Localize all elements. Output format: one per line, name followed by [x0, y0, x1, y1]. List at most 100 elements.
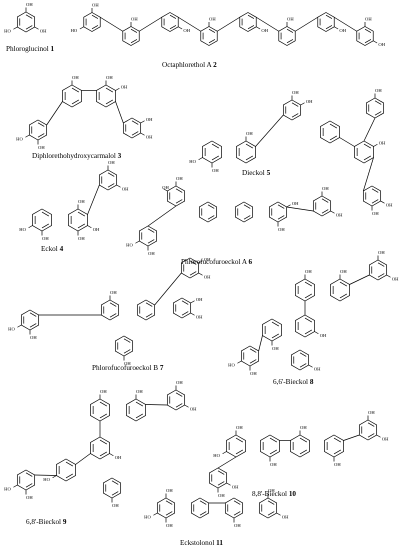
svg-text:OH: OH	[365, 17, 372, 22]
svg-text:HO: HO	[71, 28, 78, 33]
svg-text:HO: HO	[126, 242, 133, 247]
svg-text:HO: HO	[8, 326, 15, 331]
molecule-eckol: HO OH OH OH OH OH OH	[19, 160, 129, 241]
svg-text:OH: OH	[246, 131, 253, 136]
svg-text:OH: OH	[146, 117, 153, 122]
svg-text:OH: OH	[78, 236, 85, 241]
svg-text:OH: OH	[306, 99, 313, 104]
svg-text:HO: HO	[228, 362, 235, 367]
molecule-68-bieckol: OH OH OH OH OH HO HO OH OH	[4, 380, 197, 508]
label-88-bieckol: 8,8'-Bieckol 10	[252, 490, 297, 498]
svg-text:OH: OH	[196, 297, 203, 302]
label-phlorofucofuroeckol-b: Phlorofucofuroeckol B 7	[92, 364, 164, 372]
svg-text:HO: HO	[4, 28, 11, 33]
svg-text:OH: OH	[108, 160, 115, 165]
label-eckol: Eckol 4	[41, 245, 64, 253]
molecule-dieckol: HO OH OH OH OH OH OH OH OH	[189, 88, 393, 216]
svg-text:OH: OH	[146, 134, 153, 139]
molecule-88-bieckol: OH HO OH OH OH OH OH OH OH	[208, 410, 389, 498]
svg-text:OH: OH	[218, 493, 225, 498]
svg-text:OH: OH	[209, 17, 216, 22]
svg-text:OH: OH	[340, 269, 347, 274]
svg-text:OH: OH	[112, 503, 119, 508]
label-phloroglucinol: Phloroglucinol 1	[6, 45, 55, 53]
svg-text:OH: OH	[250, 371, 257, 376]
svg-text:OH: OH	[212, 168, 219, 173]
label-eckstolonol: Eckstolonol 11	[180, 539, 223, 547]
svg-text:OH: OH	[26, 2, 33, 7]
svg-text:OH: OH	[121, 84, 128, 89]
svg-text:HO: HO	[4, 486, 11, 491]
svg-text:OH: OH	[26, 495, 33, 500]
svg-text:OH: OH	[270, 462, 277, 467]
svg-text:OH: OH	[136, 389, 143, 394]
label-68-bieckol: 6,8'-Bieckol 9	[26, 518, 67, 526]
svg-text:OH: OH	[166, 523, 173, 528]
svg-text:OH: OH	[42, 236, 49, 241]
svg-text:OH: OH	[115, 455, 122, 460]
svg-text:HO: HO	[213, 453, 220, 458]
svg-text:OH: OH	[190, 406, 197, 411]
label-phlorofucofuroeckol-a: Phlorofucofuroeckol A 6	[181, 258, 253, 266]
svg-text:OH: OH	[40, 28, 47, 33]
svg-text:OH: OH	[382, 436, 389, 441]
svg-text:OH: OH	[287, 17, 294, 22]
svg-text:OH: OH	[166, 488, 173, 493]
svg-text:HO: HO	[144, 514, 151, 519]
label-octaphlorethol-a: Octaphlorethol A 2	[162, 61, 217, 69]
svg-text:OH: OH	[379, 140, 386, 145]
svg-text:OH: OH	[378, 42, 385, 47]
label-66-bieckol: 6,6'-Bieckol 8	[273, 378, 314, 386]
svg-text:OH: OH	[272, 346, 279, 351]
svg-text:OH: OH	[100, 389, 107, 394]
svg-text:HO: HO	[43, 477, 50, 482]
svg-text:OH: OH	[278, 227, 285, 232]
svg-text:OH: OH	[378, 250, 385, 255]
svg-text:OH: OH	[93, 227, 100, 232]
svg-text:OH: OH	[375, 88, 382, 93]
svg-text:OH: OH	[176, 380, 183, 385]
svg-text:OH: OH	[368, 410, 375, 415]
svg-text:OH: OH	[234, 523, 241, 528]
svg-text:OH: OH	[196, 314, 203, 319]
svg-text:OH: OH	[131, 17, 138, 22]
svg-text:OH: OH	[148, 251, 155, 256]
svg-text:OH: OH	[162, 185, 169, 190]
svg-text:OH: OH	[386, 202, 393, 207]
svg-text:OH: OH	[78, 199, 85, 204]
svg-text:HO: HO	[19, 227, 26, 232]
svg-text:OH: OH	[334, 462, 341, 467]
svg-text:OH: OH	[72, 75, 79, 80]
svg-text:OH: OH	[314, 366, 321, 371]
svg-text:OH: OH	[204, 274, 211, 279]
molecule-eckstolonol: OH HO OH OH OH OH	[144, 488, 289, 528]
svg-text:OH: OH	[232, 484, 239, 489]
svg-text:OH: OH	[124, 361, 131, 366]
svg-text:OH: OH	[292, 90, 299, 95]
svg-text:OH: OH	[268, 488, 275, 493]
label-dieckol: Dieckol 5	[242, 169, 271, 177]
svg-text:OH: OH	[110, 290, 117, 295]
svg-text:OH: OH	[305, 269, 312, 274]
svg-text:OH: OH	[372, 211, 379, 216]
svg-text:OH: OH	[292, 201, 299, 206]
svg-text:OH: OH	[122, 186, 129, 191]
svg-text:HO: HO	[16, 136, 23, 141]
svg-text:OH: OH	[183, 28, 190, 33]
svg-text:OH: OH	[204, 257, 211, 262]
svg-text:OH: OH	[282, 514, 289, 519]
svg-text:OH: OH	[322, 186, 329, 191]
svg-text:OH: OH	[392, 276, 399, 281]
svg-text:OH: OH	[236, 425, 243, 430]
svg-text:HO: HO	[189, 159, 196, 164]
svg-text:OH: OH	[339, 28, 346, 33]
svg-text:OH: OH	[336, 212, 343, 217]
svg-text:OH: OH	[38, 145, 45, 150]
